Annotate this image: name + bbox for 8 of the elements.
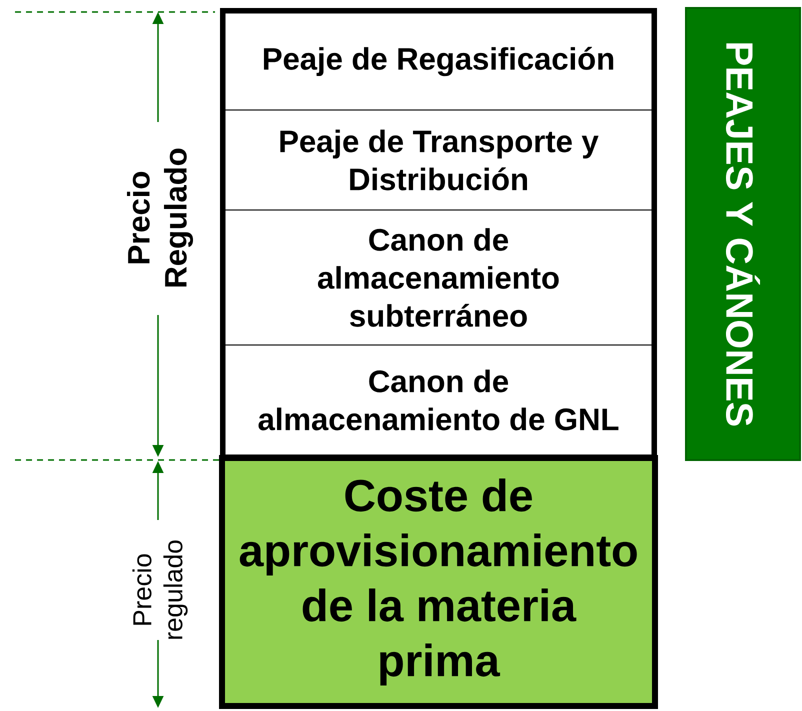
band-box: PEAJES Y CÁNONES bbox=[685, 7, 801, 461]
text-box: Canon de almacenamiento subterráneo bbox=[224, 210, 652, 346]
text-box: Canon de almacenamiento de GNL bbox=[224, 344, 652, 456]
cost-box: Coste de aprovisionamiento de la materia prima bbox=[219, 455, 658, 709]
text-box: Peaje de Regasificación bbox=[224, 12, 652, 110]
dimension-label: Precio regulado bbox=[132, 540, 188, 639]
dimension-label: Precio Regulado bbox=[126, 148, 194, 287]
text-box: Peaje de Transporte y Distribución bbox=[224, 110, 652, 210]
